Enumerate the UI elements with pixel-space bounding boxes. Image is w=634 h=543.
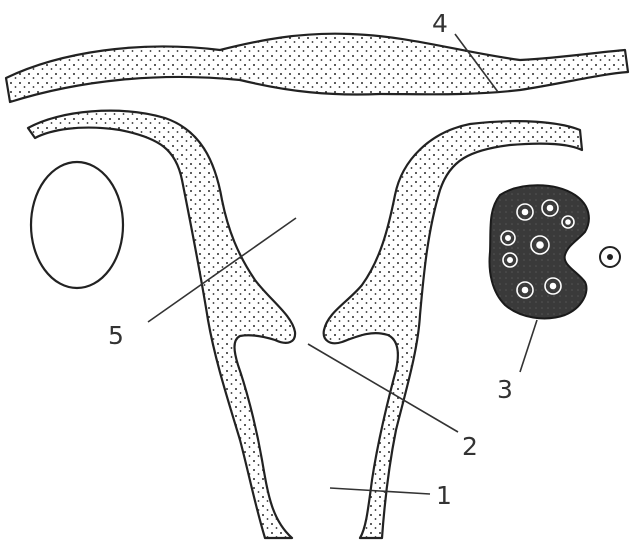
leader-3 xyxy=(520,320,537,372)
label-1: 1 xyxy=(436,481,452,510)
released-ovum xyxy=(600,247,620,267)
label-5: 5 xyxy=(108,321,124,350)
oval-structure xyxy=(31,162,123,288)
label-2: 2 xyxy=(462,432,478,461)
label-3: 3 xyxy=(497,375,513,404)
dark-follicle-body xyxy=(490,185,589,318)
right-tube-wall xyxy=(324,121,582,538)
label-4: 4 xyxy=(432,9,448,38)
upper-wall-band xyxy=(6,34,628,102)
